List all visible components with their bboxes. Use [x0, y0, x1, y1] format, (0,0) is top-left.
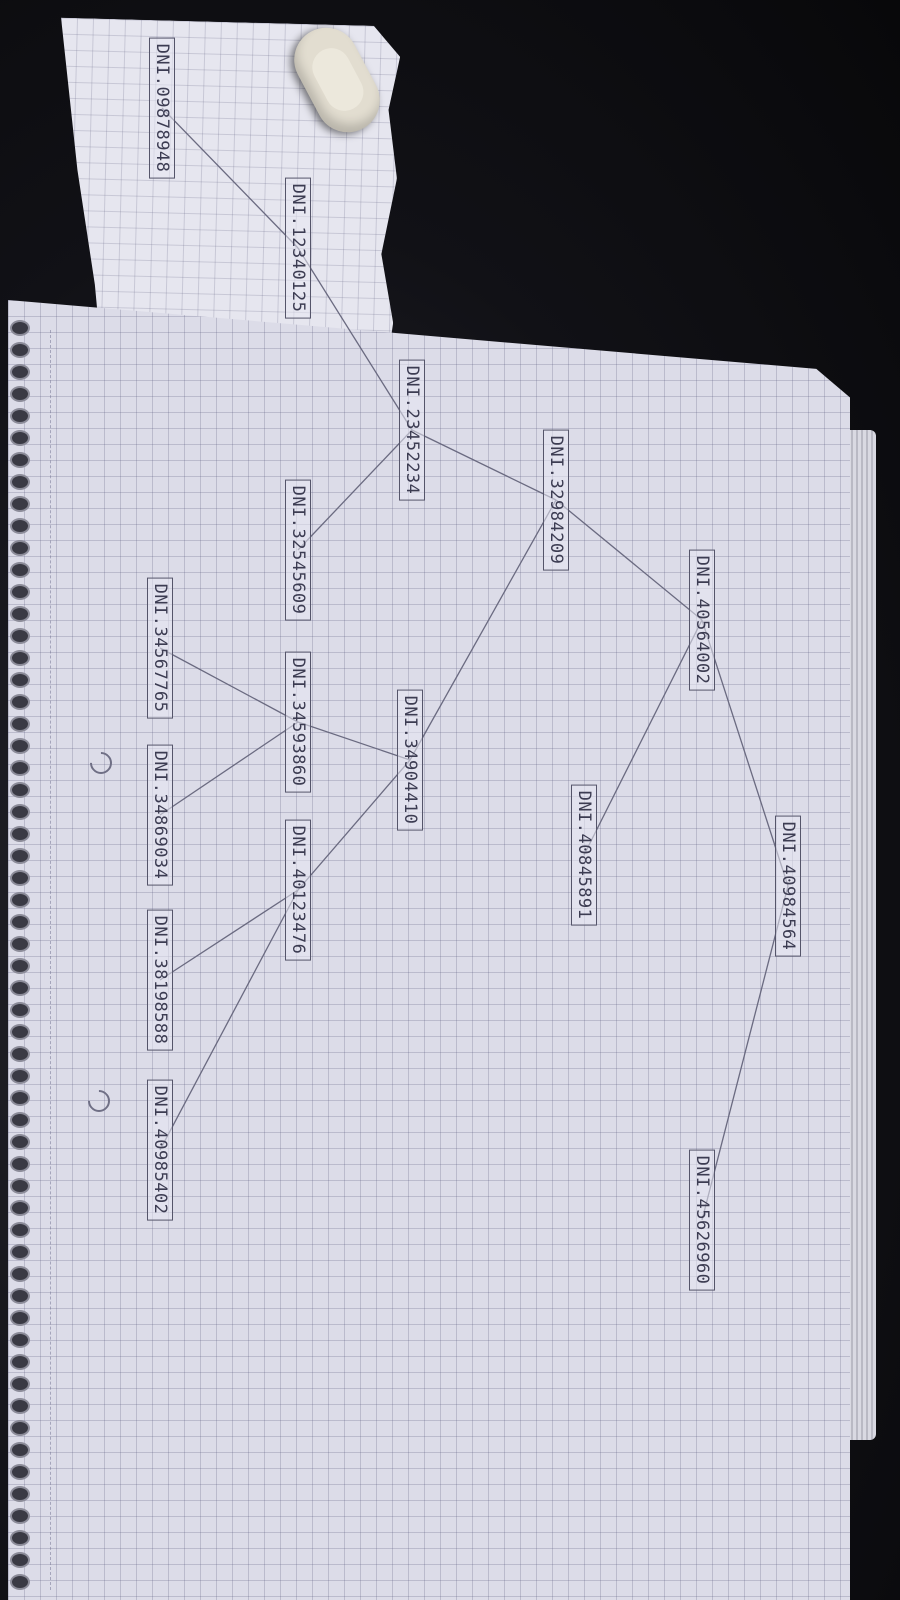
edge-n2-n1	[161, 107, 299, 249]
spiral-ring	[10, 1486, 30, 1502]
node-dni-34904410: DNI.34904410	[397, 689, 423, 831]
spiral-ring	[10, 628, 30, 644]
spiral-ring	[10, 1068, 30, 1084]
spiral-ring	[10, 980, 30, 996]
spiral-ring	[10, 1046, 30, 1062]
spiral-ring	[10, 320, 30, 336]
spiral-binding	[0, 310, 40, 1600]
spiral-ring	[10, 1530, 30, 1546]
spiral-ring	[10, 1574, 30, 1590]
margin-line	[50, 330, 51, 1590]
spiral-ring	[10, 452, 30, 468]
spiral-ring	[10, 1508, 30, 1524]
node-dni-40564002: DNI.40564002	[689, 549, 715, 691]
node-dni-38198588: DNI.38198588	[147, 909, 173, 1051]
spiral-ring	[10, 408, 30, 424]
node-dni-40985402: DNI.40985402	[147, 1079, 173, 1221]
spiral-ring	[10, 474, 30, 490]
spiral-ring	[10, 364, 30, 380]
spiral-ring	[10, 870, 30, 886]
spiral-ring	[10, 1244, 30, 1260]
spiral-ring	[10, 584, 30, 600]
spiral-ring	[10, 496, 30, 512]
edge-n4-n3	[411, 429, 557, 501]
spiral-ring	[10, 804, 30, 820]
spiral-ring	[10, 386, 30, 402]
spiral-ring	[10, 1376, 30, 1392]
spiral-ring	[10, 1222, 30, 1238]
spiral-ring	[10, 1310, 30, 1326]
edge-n11-n13	[159, 647, 299, 723]
spiral-ring	[10, 518, 30, 534]
spiral-ring	[10, 1332, 30, 1348]
spiral-ring	[10, 1266, 30, 1282]
spiral-ring	[10, 694, 30, 710]
spiral-ring	[10, 936, 30, 952]
spiral-ring	[10, 650, 30, 666]
node-dni-40123476: DNI.40123476	[285, 819, 311, 961]
spiral-ring	[10, 1552, 30, 1568]
node-dni-40984564: DNI.40984564	[775, 815, 801, 957]
edge-n9-n12	[297, 759, 411, 891]
node-dni-40845891: DNI.40845891	[571, 784, 597, 926]
node-dni-34593860: DNI.34593860	[285, 651, 311, 793]
edge-n9-n11	[297, 721, 411, 761]
spiral-ring	[10, 1112, 30, 1128]
spiral-ring	[10, 1002, 30, 1018]
node-dni-32984209: DNI.32984209	[543, 429, 569, 571]
spiral-ring	[10, 1398, 30, 1414]
node-dni-09878948: DNI.09878948	[149, 37, 175, 179]
spiral-ring	[10, 1354, 30, 1370]
spiral-ring	[10, 848, 30, 864]
edge-n5-n4	[555, 499, 703, 621]
spiral-ring	[10, 672, 30, 688]
edge-n12-n16	[159, 889, 299, 1151]
node-dni-45626960: DNI.45626960	[689, 1149, 715, 1291]
spiral-ring	[10, 892, 30, 908]
edge-n6-n7	[701, 885, 789, 1221]
spiral-ring	[10, 430, 30, 446]
spiral-ring	[10, 1156, 30, 1172]
edge-n12-n15	[159, 889, 299, 981]
spiral-ring	[10, 738, 30, 754]
spiral-ring	[10, 914, 30, 930]
edge-n3-n2	[297, 247, 413, 431]
spiral-ring	[10, 1134, 30, 1150]
edge-n4-n9	[409, 499, 557, 761]
spiral-ring	[10, 782, 30, 798]
node-dni-32545609: DNI.32545609	[285, 479, 311, 621]
edge-n5-n6	[701, 619, 789, 887]
node-dni-12340125: DNI.12340125	[285, 177, 311, 319]
spiral-ring	[10, 826, 30, 842]
node-dni-34567765: DNI.34567765	[147, 577, 173, 719]
spiral-ring	[10, 958, 30, 974]
spiral-ring	[10, 716, 30, 732]
spiral-ring	[10, 1288, 30, 1304]
edge-n11-n14	[159, 721, 299, 816]
spiral-ring	[10, 562, 30, 578]
spiral-ring	[10, 760, 30, 776]
spiral-ring	[10, 1442, 30, 1458]
spiral-ring	[10, 540, 30, 556]
spiral-ring	[10, 1090, 30, 1106]
spiral-ring	[10, 342, 30, 358]
spiral-ring	[10, 1464, 30, 1480]
spiral-ring	[10, 1420, 30, 1436]
spiral-ring	[10, 606, 30, 622]
node-dni-34869034: DNI.34869034	[147, 744, 173, 886]
node-dni-23452234: DNI.23452234	[399, 359, 425, 501]
spiral-ring	[10, 1200, 30, 1216]
spiral-ring	[10, 1024, 30, 1040]
edge-n5-n8	[583, 619, 703, 856]
spiral-ring	[10, 1178, 30, 1194]
edge-n3-n10	[297, 429, 413, 551]
